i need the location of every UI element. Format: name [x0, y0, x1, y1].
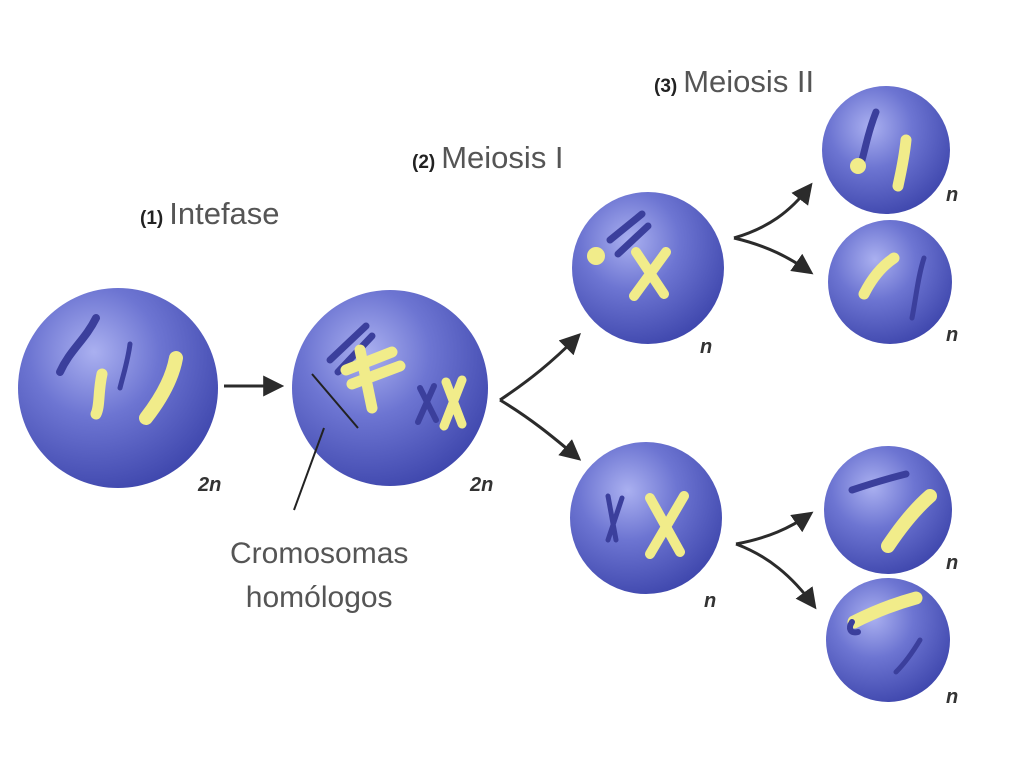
- arrow-split-meiosis2-top: [733, 182, 814, 275]
- ploidy-label: n: [946, 184, 959, 206]
- cell-meiosis1-top: [572, 192, 724, 344]
- cell-meiosis2-1: [822, 86, 950, 214]
- cell-meiosis2-2: [828, 220, 952, 344]
- stage-label-meiosis-1: (2)Meiosis I: [412, 140, 564, 176]
- ploidy-label: n: [700, 336, 713, 358]
- stage-number: (3): [654, 76, 678, 97]
- annotation-line-2: homólogos: [245, 581, 393, 614]
- stage-label-interphase: (1)Intefase: [140, 196, 280, 232]
- cell-meiosis2-3: [824, 446, 952, 574]
- arrow-split-meiosis2-bottom: [735, 511, 817, 610]
- annotation-line-1: Cromosomas: [230, 537, 409, 570]
- stage-label-meiosis-2: (3)Meiosis II: [654, 64, 814, 100]
- cell-meiosis1-bottom: [570, 442, 722, 594]
- ploidy-label: 2n: [470, 474, 494, 496]
- cell-meiosis2-4: [826, 578, 950, 702]
- stage-name: Meiosis II: [683, 64, 815, 99]
- ploidy-label: n: [946, 324, 959, 346]
- arrow-split-meiosis1: [499, 333, 582, 461]
- stage-name: Intefase: [169, 196, 280, 231]
- stage-name: Meiosis I: [441, 140, 564, 175]
- ploidy-label: n: [704, 590, 717, 612]
- ploidy-label: n: [946, 552, 959, 574]
- stage-number: (1): [140, 208, 164, 229]
- stage-number: (2): [412, 152, 436, 173]
- cell-interphase: [18, 288, 218, 488]
- ploidy-label: n: [946, 686, 959, 708]
- cell-prophase: [292, 290, 488, 511]
- homologous-chromosomes-annotation: Cromosomas homólogos: [230, 532, 408, 620]
- ploidy-label: 2n: [198, 474, 222, 496]
